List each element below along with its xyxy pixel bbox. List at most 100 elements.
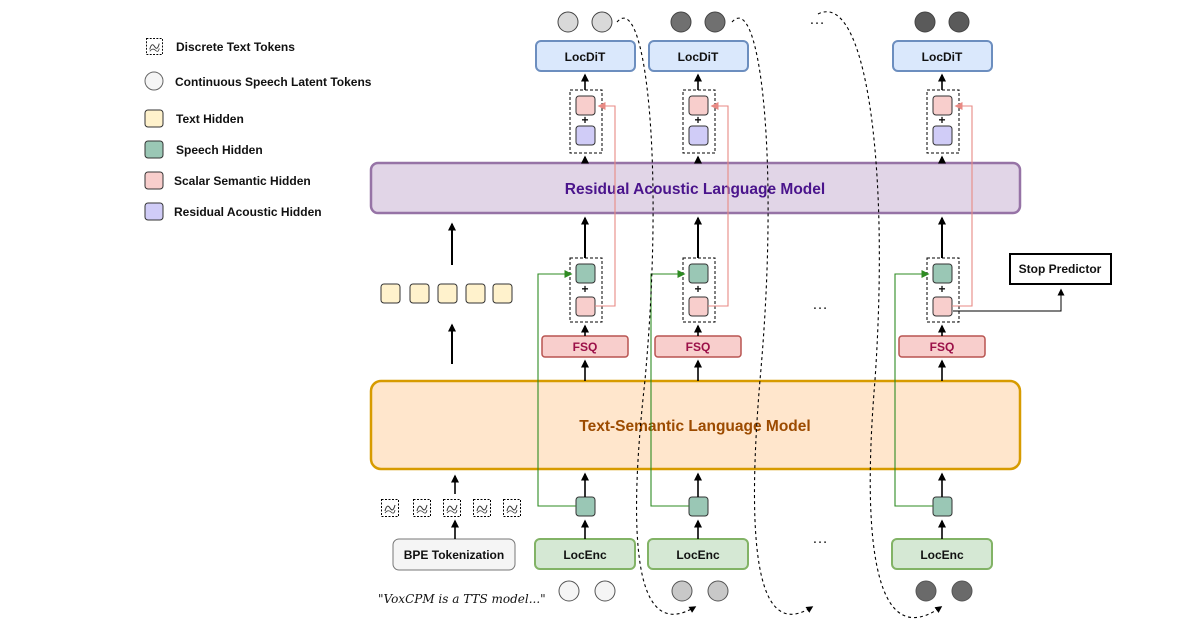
text-hidden-token bbox=[437, 283, 458, 304]
speech-hidden-skip-arrow bbox=[537, 270, 576, 507]
discrete-text-token-icon bbox=[381, 499, 399, 517]
scalar-semantic-hidden-token bbox=[688, 95, 709, 116]
speech-hidden-token bbox=[688, 263, 709, 284]
residual-acoustic-hidden-token bbox=[575, 125, 596, 146]
legend-text-hidden: Text Hidden bbox=[176, 112, 244, 126]
speech-hidden-token bbox=[688, 496, 709, 517]
locenc-label: LocEnc bbox=[920, 548, 964, 562]
locdit-box bbox=[535, 40, 636, 72]
ellipsis-top: … bbox=[809, 11, 825, 28]
input-speech-latent-token bbox=[594, 580, 616, 602]
patch-column-3: LocDiT + + FSQ LocEnc bbox=[891, 11, 993, 602]
feedback-loop-3 bbox=[817, 11, 943, 619]
fsq-label: FSQ bbox=[686, 340, 711, 354]
plus-sign: + bbox=[938, 282, 945, 296]
discrete-text-token-icon bbox=[413, 499, 431, 517]
discrete-text-token-icon bbox=[146, 38, 163, 55]
locdit-label: LocDiT bbox=[565, 50, 606, 64]
patch-columns: LocDiT++FSQLocEncLocDiT++FSQLocEncLocDiT… bbox=[534, 11, 993, 602]
text-hidden-token bbox=[465, 283, 486, 304]
input-speech-latent-token bbox=[915, 580, 937, 602]
speech-hidden-token bbox=[575, 263, 596, 284]
discrete-text-token-icon bbox=[473, 499, 491, 517]
input-speech-latent-token bbox=[951, 580, 973, 602]
plus-sign: + bbox=[694, 113, 701, 127]
text-branch: "VoxCPM is a TTS model..." BPE Tokenizat… bbox=[378, 222, 546, 606]
residual-acoustic-hidden-token bbox=[932, 125, 953, 146]
legend-continuous-speech-latent: Continuous Speech Latent Tokens bbox=[175, 75, 372, 89]
locdit-label: LocDiT bbox=[922, 50, 963, 64]
scalar-semantic-skip-arrow bbox=[708, 102, 729, 307]
text-hidden-token bbox=[409, 283, 430, 304]
input-speech-latent-token bbox=[558, 580, 580, 602]
plus-sign: + bbox=[581, 282, 588, 296]
output-speech-latent-token bbox=[914, 11, 936, 33]
bpe-tokenization-box bbox=[392, 538, 516, 571]
ellipsis-middle: … bbox=[812, 296, 828, 313]
speech-hidden-token bbox=[932, 496, 953, 517]
scalar-semantic-skip-arrow bbox=[595, 102, 616, 307]
discrete-text-token-icon bbox=[503, 499, 521, 517]
text-hidden-token bbox=[492, 283, 513, 304]
patch-column-1: LocDiT + + FSQ LocEnc bbox=[534, 11, 636, 602]
legend-scalar-semantic-hidden: Scalar Semantic Hidden bbox=[174, 174, 311, 188]
fsq-label: FSQ bbox=[573, 340, 598, 354]
fsq-label: FSQ bbox=[930, 340, 955, 354]
scalar-semantic-skip-arrow bbox=[952, 102, 973, 307]
locdit-box bbox=[648, 40, 749, 72]
locdit-label: LocDiT bbox=[678, 50, 719, 64]
patch-column-2: LocDiT + + FSQ LocEnc bbox=[647, 11, 749, 602]
continuous-speech-latent-icon bbox=[144, 71, 164, 91]
sum-group-upper bbox=[569, 89, 603, 154]
text-semantic-language-model-label: Text-Semantic Language Model bbox=[579, 418, 810, 435]
text-hidden-token bbox=[380, 283, 401, 304]
speech-hidden-skip-arrow bbox=[650, 270, 689, 507]
scalar-semantic-hidden-token bbox=[688, 296, 709, 317]
autoregressive-feedback-loops bbox=[616, 11, 943, 619]
locdit-box bbox=[892, 40, 993, 72]
text-hidden-swatch bbox=[144, 109, 164, 128]
stop-predictor-label: Stop Predictor bbox=[1019, 262, 1102, 276]
locenc-label: LocEnc bbox=[676, 548, 720, 562]
scalar-semantic-hidden-token bbox=[575, 95, 596, 116]
legend-discrete-text-tokens: Discrete Text Tokens bbox=[176, 40, 295, 54]
residual-acoustic-hidden-token bbox=[688, 125, 709, 146]
output-speech-latent-token bbox=[704, 11, 726, 33]
scalar-semantic-hidden-token bbox=[575, 296, 596, 317]
scalar-semantic-hidden-swatch bbox=[144, 171, 164, 190]
sum-group-upper bbox=[926, 89, 960, 154]
speech-hidden-swatch bbox=[144, 140, 164, 159]
speech-hidden-token bbox=[575, 496, 596, 517]
legend-speech-hidden: Speech Hidden bbox=[176, 143, 263, 157]
output-speech-latent-token bbox=[670, 11, 692, 33]
locenc-label: LocEnc bbox=[563, 548, 607, 562]
plus-sign: + bbox=[581, 113, 588, 127]
legend-residual-acoustic-hidden: Residual Acoustic Hidden bbox=[174, 205, 322, 219]
plus-sign: + bbox=[938, 113, 945, 127]
text-semantic-language-model bbox=[369, 379, 1022, 471]
residual-acoustic-hidden-swatch bbox=[144, 202, 164, 221]
output-speech-latent-token bbox=[591, 11, 613, 33]
ellipsis-bottom: … bbox=[812, 530, 828, 547]
scalar-semantic-hidden-token bbox=[932, 95, 953, 116]
input-speech-latent-token bbox=[671, 580, 693, 602]
input-speech-latent-token bbox=[707, 580, 729, 602]
plus-sign: + bbox=[694, 282, 701, 296]
stop-predictor-box bbox=[1009, 253, 1112, 285]
scalar-semantic-hidden-token bbox=[932, 296, 953, 317]
discrete-text-tokens-row bbox=[381, 499, 521, 517]
feedback-loop-1 bbox=[616, 17, 697, 615]
feedback-loop-2 bbox=[731, 17, 814, 615]
text-hidden-row bbox=[380, 283, 513, 304]
output-speech-latent-token bbox=[557, 11, 579, 33]
discrete-text-token-icon bbox=[443, 499, 461, 517]
bpe-tokenization-label: BPE Tokenization bbox=[404, 548, 504, 562]
arrow-to-stop-predictor bbox=[953, 288, 1065, 312]
legend: Discrete Text Tokens Continuous Speech L… bbox=[144, 38, 372, 221]
output-speech-latent-token bbox=[948, 11, 970, 33]
speech-hidden-skip-arrow bbox=[894, 270, 933, 507]
residual-acoustic-language-model-label: Residual Acoustic Language Model bbox=[565, 181, 825, 198]
speech-hidden-token bbox=[932, 263, 953, 284]
sum-group-upper bbox=[682, 89, 716, 154]
